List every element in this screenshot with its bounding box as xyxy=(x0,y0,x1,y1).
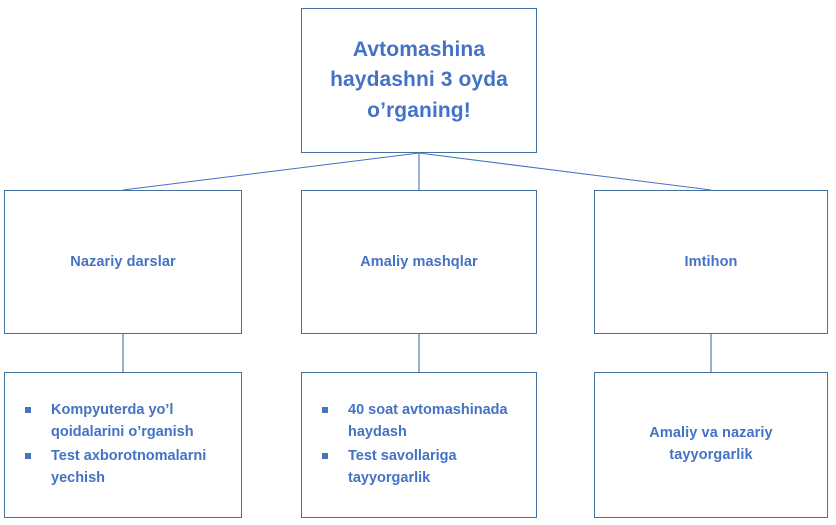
list-item-text: 40 soat avtomashinada haydash xyxy=(348,401,508,440)
node-detail-amaliy-mashqlar[interactable]: 40 soat avtomashinada haydash Test savol… xyxy=(301,372,537,518)
detail-bullet-list: Kompyuterda yo’l qoidalarini o’rganish T… xyxy=(5,399,241,491)
node-root[interactable]: Avtomashina haydashni 3 oyda o’rganing! xyxy=(301,8,537,153)
list-item: 40 soat avtomashinada haydash xyxy=(316,399,528,443)
node-detail-nazariy-darslar[interactable]: Kompyuterda yo’l qoidalarini o’rganish T… xyxy=(4,372,242,518)
node-detail-label: Amaliy va nazariy tayyorgarlik xyxy=(649,425,773,463)
connector-root-to-imtihon xyxy=(418,152,712,191)
square-bullet-icon xyxy=(25,453,31,459)
list-item-text: Test axborotnomalarni yechish xyxy=(51,448,207,487)
node-detail-imtihon[interactable]: Amaliy va nazariy tayyorgarlik xyxy=(594,372,828,518)
list-item-text: Kompyuterda yo’l qoidalarini o’rganish xyxy=(51,401,194,440)
node-branch-label: Imtihon xyxy=(684,254,738,270)
list-item-text: Test savollariga tayyorgarlik xyxy=(348,448,457,487)
detail-bullet-list: 40 soat avtomashinada haydash Test savol… xyxy=(302,399,536,491)
node-branch-nazariy-darslar[interactable]: Nazariy darslar xyxy=(4,190,242,334)
list-item: Test axborotnomalarni yechish xyxy=(19,445,233,489)
square-bullet-icon xyxy=(322,453,328,459)
square-bullet-icon xyxy=(322,406,328,413)
list-item: Test savollariga tayyorgarlik xyxy=(316,445,528,489)
node-root-label: Avtomashina haydashni 3 oyda o’rganing! xyxy=(330,37,508,122)
connector-root-to-nazariy xyxy=(122,152,420,191)
square-bullet-icon xyxy=(25,406,31,413)
node-branch-label: Amaliy mashqlar xyxy=(360,254,478,270)
node-branch-label: Nazariy darslar xyxy=(70,254,176,270)
list-item: Kompyuterda yo’l qoidalarini o’rganish xyxy=(19,399,233,443)
node-branch-amaliy-mashqlar[interactable]: Amaliy mashqlar xyxy=(301,190,537,334)
node-branch-imtihon[interactable]: Imtihon xyxy=(594,190,828,334)
